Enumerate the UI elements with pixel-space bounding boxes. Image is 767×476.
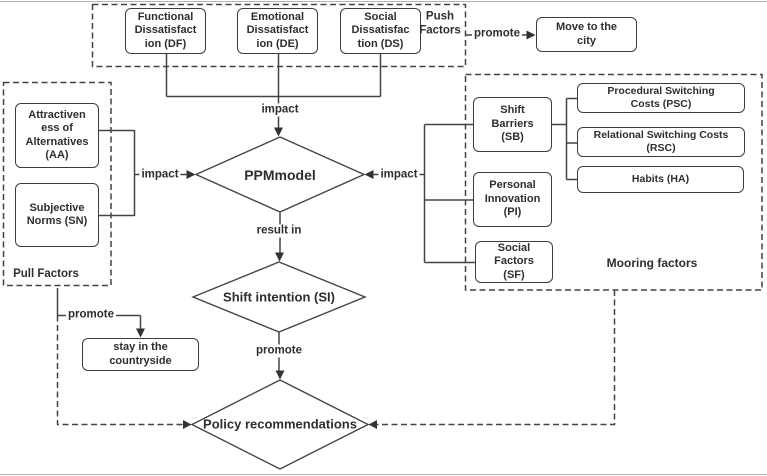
connector-pull-to-ppm xyxy=(99,129,188,217)
connector-mooring-to-policy-dashed xyxy=(376,290,616,426)
edge-label-promote-city: promote xyxy=(472,27,522,41)
edge-label-promote-stay: promote xyxy=(66,308,116,322)
push-factors-group-label: Push Factors xyxy=(419,10,461,37)
policy-recommendations-diamond xyxy=(190,379,370,470)
node-stay-in-countryside: stay in the countryside xyxy=(82,338,199,371)
arrowhead-push-to-ppm xyxy=(274,127,283,137)
shift-intention-diamond xyxy=(191,261,367,333)
arrowhead-pull-to-policy xyxy=(183,420,192,429)
pull-factors-group-label: Pull Factors xyxy=(13,268,79,280)
node-personal-innovation: Personal Innovation (PI) xyxy=(473,172,552,227)
arrowhead-mooring-to-ppm xyxy=(364,170,374,179)
connector-push-to-ppm xyxy=(165,54,382,129)
node-attractiveness-of-alternatives: Attractiven ess of Alternatives (AA) xyxy=(15,103,99,168)
node-social-dissatisfaction: Social Dissatisfac tion (DS) xyxy=(340,8,421,54)
edge-label-impact-right: impact xyxy=(378,168,420,182)
node-functional-dissatisfaction: Functional Dissatisfact ion (DF) xyxy=(125,8,206,54)
arrowhead-promote-to-city xyxy=(526,30,536,40)
edge-label-result-in: result in xyxy=(254,224,304,238)
node-subjective-norms: Subjective Norms (SN) xyxy=(15,183,99,247)
connector-pull-to-policy-dashed xyxy=(56,315,184,426)
node-relational-switching-costs: Relational Switching Costs (RSC) xyxy=(577,127,745,157)
arrowhead-mooring-to-policy xyxy=(368,420,377,429)
ppm-model-label: PPMmodel xyxy=(244,167,316,183)
node-move-to-city: Move to the city xyxy=(536,17,637,52)
node-social-factors: Social Factors (SF) xyxy=(475,241,553,283)
node-habits: Habits (HA) xyxy=(577,166,744,193)
connector-sb-to-costs xyxy=(552,97,577,181)
ppm-model-diamond xyxy=(194,136,366,213)
mooring-factors-group-label: Mooring factors xyxy=(606,256,698,270)
node-emotional-dissatisfaction: Emotional Dissatisfact ion (DE) xyxy=(237,8,318,54)
node-shift-barriers: Shift Barriers (SB) xyxy=(473,97,552,152)
edge-label-impact-top: impact xyxy=(259,103,301,117)
arrowhead-promote-to-stay xyxy=(136,328,145,338)
node-procedural-switching-costs: Procedural Switching Costs (PSC) xyxy=(577,83,745,113)
policy-recommendations-label: Policy recommendations xyxy=(203,416,357,432)
arrowhead-si-to-policy xyxy=(275,370,285,380)
arrowhead-ppm-to-si xyxy=(275,252,284,262)
pull-factors-group-border xyxy=(2,81,112,287)
figure-bottom-border xyxy=(0,474,767,475)
edge-label-impact-left: impact xyxy=(139,168,181,182)
connector-mooring-to-ppm xyxy=(371,123,475,264)
arrowhead-pull-to-ppm xyxy=(186,170,196,179)
shift-intention-label: Shift intention (SI) xyxy=(223,289,335,305)
figure-top-border xyxy=(0,1,767,2)
edge-label-promote-policy: promote xyxy=(254,344,304,358)
